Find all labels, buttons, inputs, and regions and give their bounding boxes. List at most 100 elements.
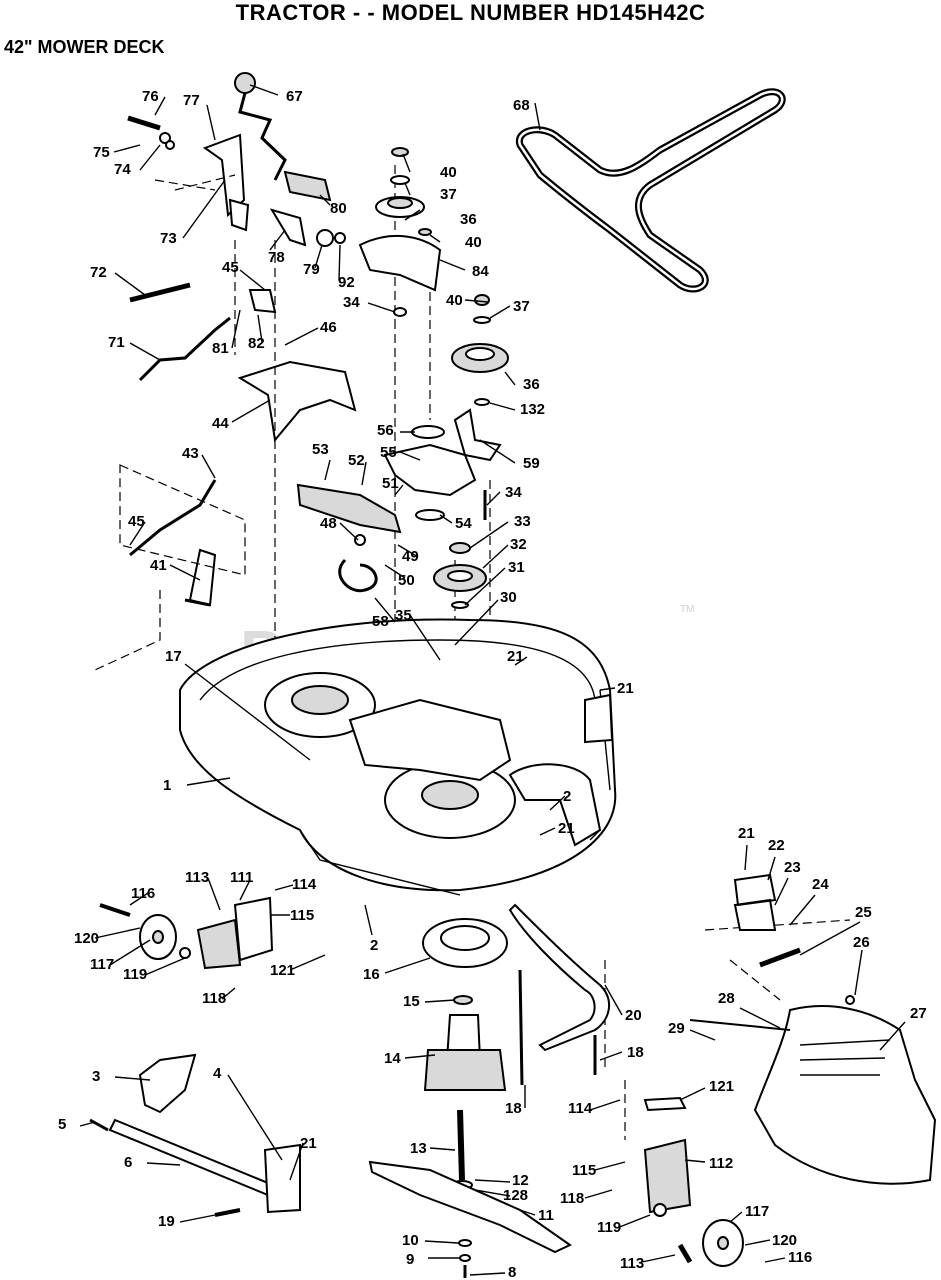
callout: 14 <box>384 1050 401 1067</box>
callout: 6 <box>124 1154 132 1171</box>
callout: 17 <box>165 648 182 665</box>
callout: 5 <box>58 1116 66 1133</box>
callout: 55 <box>380 444 397 461</box>
callout: 33 <box>514 513 531 530</box>
callout: 84 <box>472 263 489 280</box>
callout: 112 <box>709 1155 733 1172</box>
callout: 30 <box>500 589 517 606</box>
callout: 36 <box>460 211 477 228</box>
leader-lines <box>79 84 906 1276</box>
callout: 80 <box>330 200 347 217</box>
callout-labels: 76 77 67 75 74 73 78 79 80 92 72 45 81 8… <box>58 88 927 1280</box>
callout: 15 <box>403 993 420 1010</box>
callout: 34 <box>505 484 522 501</box>
callout: 44 <box>212 415 229 432</box>
callout: 71 <box>108 334 125 351</box>
callout: 21 <box>738 825 755 842</box>
callout: 117 <box>745 1203 769 1220</box>
mower-deck <box>179 618 617 896</box>
callout: 118 <box>560 1190 584 1207</box>
callout: 79 <box>303 261 320 278</box>
callout: 41 <box>150 557 167 574</box>
deck-hanger-20 <box>508 903 610 1086</box>
callout: 116 <box>788 1249 812 1266</box>
callout: 51 <box>382 475 399 492</box>
callout: 3 <box>92 1068 100 1085</box>
callout: 118 <box>202 990 226 1007</box>
callout: 1 <box>163 777 171 794</box>
spindle-14 <box>423 995 507 1190</box>
callout: 28 <box>718 990 735 1007</box>
callout: 114 <box>568 1100 593 1117</box>
callout: 74 <box>114 161 131 178</box>
callout: 132 <box>520 401 545 418</box>
callout: 53 <box>312 441 329 458</box>
callout: 26 <box>853 934 870 951</box>
callout: 58 <box>372 613 389 630</box>
callout: 48 <box>320 515 337 532</box>
callout: 117 <box>90 956 114 973</box>
callout: 22 <box>768 837 785 854</box>
callout: 68 <box>513 97 530 114</box>
callout: 49 <box>402 548 419 565</box>
callout: 75 <box>93 144 110 161</box>
callout: 52 <box>348 452 365 469</box>
callout: 32 <box>510 536 527 553</box>
callout: 36 <box>523 376 540 393</box>
callout: 18 <box>505 1100 522 1117</box>
callout: 45 <box>222 259 239 276</box>
callout: 46 <box>320 319 337 336</box>
callout: 121 <box>709 1078 734 1095</box>
callout: 11 <box>538 1207 554 1224</box>
callout: 19 <box>158 1213 175 1230</box>
callout: 37 <box>440 186 457 203</box>
callout: 54 <box>455 515 472 532</box>
callout: 21 <box>300 1135 317 1152</box>
callout: 45 <box>128 513 145 530</box>
callout: 16 <box>363 966 380 983</box>
gauge-wheel-right <box>643 1096 744 1267</box>
callout: 115 <box>572 1162 596 1179</box>
callout: 120 <box>772 1232 797 1249</box>
callout: 21 <box>558 820 575 837</box>
callout: 128 <box>503 1187 528 1204</box>
callout: 27 <box>910 1005 927 1022</box>
callout: 29 <box>668 1020 685 1037</box>
callout: 92 <box>338 274 355 291</box>
callout: 113 <box>620 1255 644 1272</box>
callout: 40 <box>446 292 463 309</box>
callout: 4 <box>213 1065 222 1082</box>
callout: 8 <box>508 1264 516 1280</box>
callout: 82 <box>248 335 265 352</box>
callout: 78 <box>268 249 285 266</box>
callout: 59 <box>523 455 540 472</box>
callout: 76 <box>142 88 159 105</box>
blade-11 <box>368 1160 572 1278</box>
callout: 73 <box>160 230 177 247</box>
callout: 21 <box>507 648 524 665</box>
callout: 21 <box>617 680 634 697</box>
discharge-chute <box>689 873 937 1185</box>
callout: 31 <box>508 559 525 576</box>
callout: 18 <box>627 1044 644 1061</box>
callout: 67 <box>286 88 303 105</box>
callout: 40 <box>465 234 482 251</box>
idler-stack <box>296 147 509 609</box>
diagram-subtitle: 42" MOWER DECK <box>4 37 165 57</box>
callout: 116 <box>131 885 155 902</box>
callout: 43 <box>182 445 199 462</box>
callout: 9 <box>406 1251 414 1268</box>
callout: 119 <box>597 1219 621 1236</box>
callout: 120 <box>74 930 99 947</box>
callout: 113 <box>185 869 209 886</box>
callout: 10 <box>402 1232 419 1249</box>
front-link <box>89 1053 301 1217</box>
callout: 2 <box>563 788 571 805</box>
callout: 35 <box>395 607 412 624</box>
callout: 115 <box>290 907 314 924</box>
watermark-tm: TM <box>680 604 694 615</box>
callout: 34 <box>343 294 360 311</box>
callout: 72 <box>90 264 107 281</box>
callout: 37 <box>513 298 530 315</box>
